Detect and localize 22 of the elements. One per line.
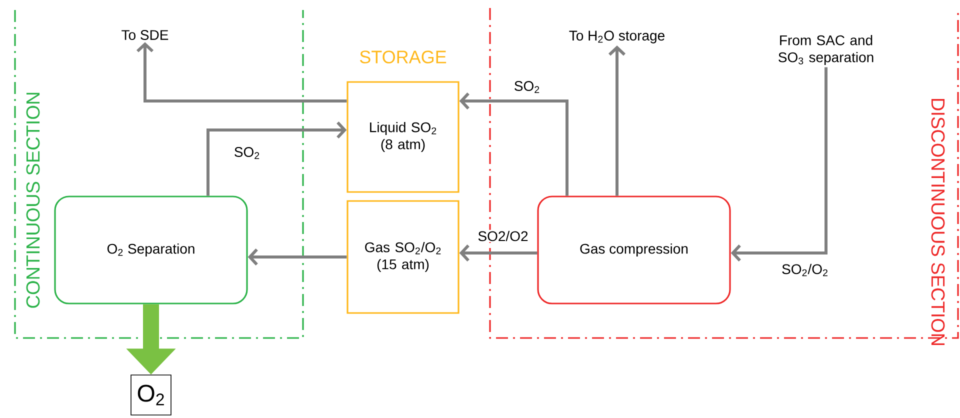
group-heading: STORAGE (360, 50, 446, 64)
arrow (136, 42, 347, 102)
storage-box: Liquid SO$_{2}$ (8 atm) (346, 81, 460, 193)
edge-label: SO2/O2 (476, 230, 530, 242)
flow-label: To SDE (122, 30, 168, 40)
box: O$_{2}$ (130, 374, 172, 416)
edge-label: SO$_{2}$/O$_{2}$ (780, 262, 830, 278)
arrow (608, 46, 626, 196)
arrow (248, 248, 347, 266)
process-box: O$_{2}$ Separation (54, 196, 248, 304)
arrow (459, 92, 568, 196)
flow-label: From SAC and SO$_{3}$ separation (778, 34, 874, 66)
section-label: CONTINUOUS SECTION (26, 92, 40, 308)
flow-label: To H$_{2}$O storage (569, 30, 664, 44)
edge-label: SO$_{2}$ (512, 80, 542, 94)
arrow (206, 121, 347, 196)
edge-label: SO$_{2}$ (232, 146, 262, 160)
arrow (730, 67, 828, 262)
arrow (459, 244, 538, 262)
section-label: DISCONTINUOUS SECTION (931, 99, 945, 345)
storage-box: Gas SO$_{2}$/O$_{2}$ (15 atm) (346, 200, 460, 314)
process-box: Gas compression (537, 196, 731, 304)
